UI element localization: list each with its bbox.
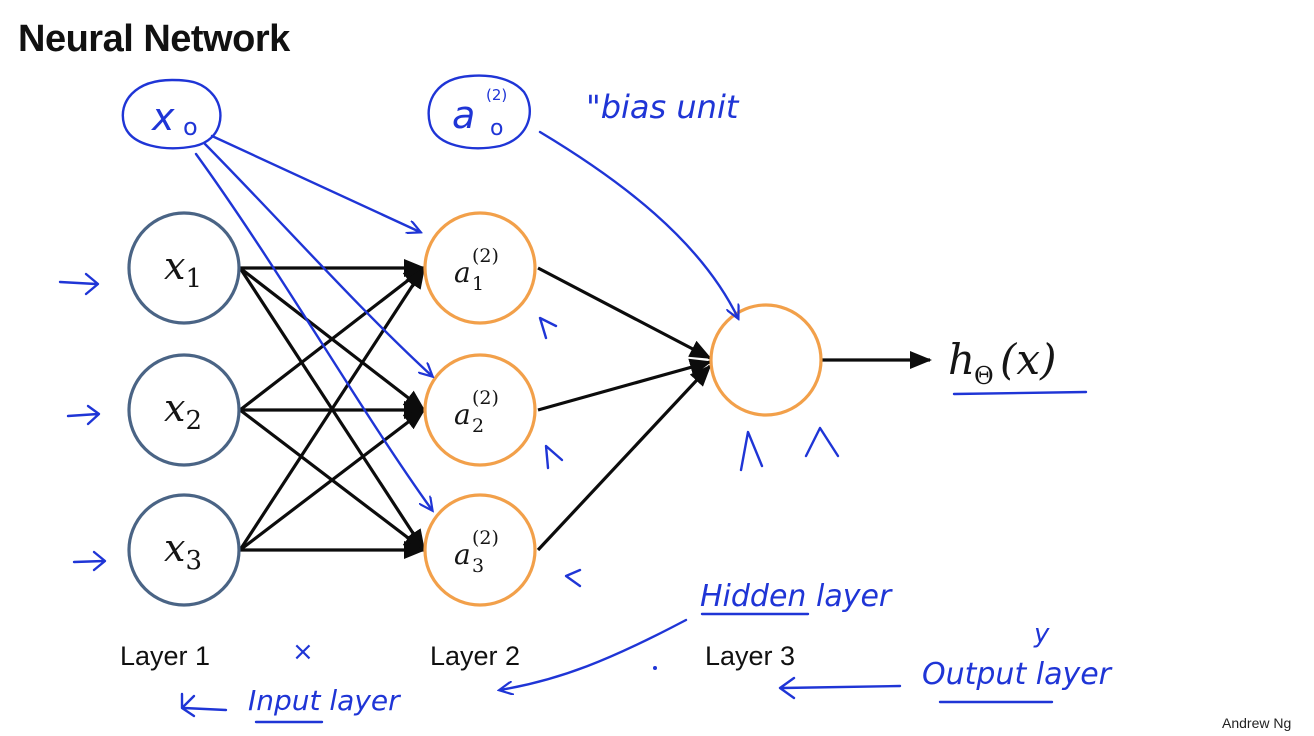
svg-text:3: 3 [472, 555, 484, 577]
svg-text:x2: x2 [164, 386, 202, 436]
svg-text:o: o [183, 113, 198, 141]
layer-label-2: Layer 2 [430, 641, 520, 671]
slide-title: Neural Network [18, 18, 290, 60]
input-arrow-1 [58, 272, 100, 296]
handwritten-annotations: x o a (2) o "bias unit Hidden layer [58, 74, 1113, 724]
input-arrow-3 [72, 550, 107, 572]
hidden-note-arrow [500, 618, 688, 690]
output-node [709, 303, 823, 417]
svg-text:a: a [454, 398, 471, 431]
stray-dot [653, 666, 657, 670]
svg-text:1: 1 [472, 273, 484, 295]
tick-out-2 [804, 426, 840, 458]
output-layer-note: Output layer [922, 657, 1113, 692]
hidden-to-output-edges [536, 266, 932, 552]
bias-arrow-x0-a1 [210, 134, 420, 232]
svg-text:h: h [948, 335, 975, 384]
hidden-layer: a (2) 1 a (2) 2 a (2) 3 [423, 211, 537, 607]
bias-arrow-x0-a2 [203, 142, 432, 376]
svg-text:a: a [452, 93, 475, 137]
output-note-arrow [778, 676, 902, 700]
input-to-hidden-edges [238, 259, 426, 559]
svg-text:a: a [454, 538, 471, 571]
svg-text:(2): (2) [472, 527, 499, 549]
bias-arrow-a0-out [538, 130, 738, 318]
hidden-layer-note: Hidden layer [700, 579, 893, 614]
svg-text:x3: x3 [164, 526, 202, 576]
bias-hidden-a0: a (2) o [427, 74, 531, 150]
svg-text:(x): (x) [1000, 335, 1056, 384]
svg-text:x1: x1 [164, 244, 202, 294]
tick-a2 [544, 444, 564, 470]
layer-label-3: Layer 3 [705, 641, 795, 671]
svg-text:o: o [490, 116, 503, 141]
output-hypothesis: h Θ (x) [948, 335, 1088, 396]
bias-input-x0: x o [121, 78, 222, 150]
edge-a2-out [537, 358, 712, 412]
input-x-mark: × [292, 637, 314, 667]
svg-text:(2): (2) [486, 86, 507, 104]
svg-text:(2): (2) [472, 387, 499, 409]
svg-text:a: a [454, 256, 471, 289]
tick-a3 [564, 568, 582, 588]
edge-a3-out [536, 364, 712, 552]
bias-arrow-x0-a3 [194, 152, 432, 510]
input-layer: x1 x2 x3 [127, 211, 241, 607]
author-credit: Andrew Ng [1222, 715, 1291, 731]
input-node-x2: x2 [127, 353, 241, 467]
input-layer-note: Input layer [248, 684, 401, 717]
hidden-node-a2: a (2) 2 [423, 353, 537, 467]
input-node-x3: x3 [127, 493, 241, 607]
tick-a1 [538, 316, 558, 340]
edge-a1-out [537, 266, 712, 360]
output-underline [952, 390, 1088, 396]
edge-x3-a2 [239, 408, 426, 552]
tick-out-1 [739, 430, 764, 472]
edge-x3-a1 [238, 266, 426, 551]
svg-text:x: x [151, 95, 175, 139]
svg-text:(2): (2) [472, 245, 499, 267]
layer-label-1: Layer 1 [120, 641, 210, 671]
svg-text:2: 2 [472, 415, 484, 437]
input-node-x1: x1 [127, 211, 241, 325]
hidden-node-a3: a (2) 3 [423, 493, 537, 607]
svg-text:Θ: Θ [974, 362, 994, 390]
input-note-arrow [180, 692, 228, 718]
hidden-node-a1: a (2) 1 [423, 211, 537, 325]
input-arrow-2 [66, 404, 101, 426]
bias-unit-note: "bias unit [586, 88, 740, 126]
output-y-mark: y [1033, 619, 1050, 649]
edge-x2-a1 [239, 266, 426, 412]
